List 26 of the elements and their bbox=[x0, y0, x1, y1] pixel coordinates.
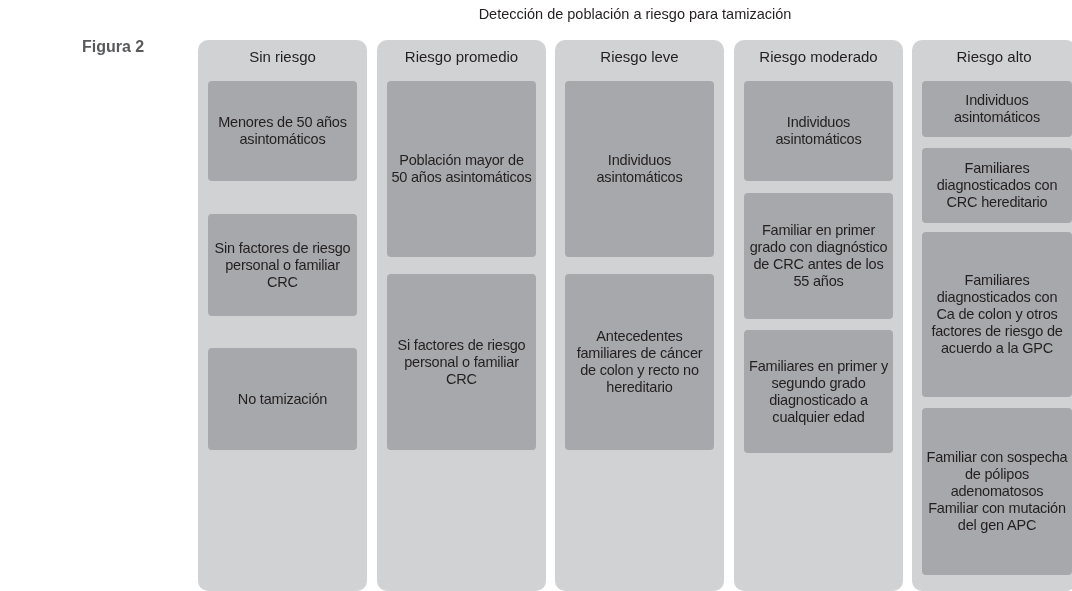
category-box: Familiares diagnosticados con Ca de colon y otros factores de riesgo de acuerdo a la GPC bbox=[922, 232, 1072, 397]
category-box: Familiares diagnosticados con CRC hereditario bbox=[922, 148, 1072, 223]
category-box: Familiares en primer y segundo grado diagnosticado a cualquier edad bbox=[744, 330, 893, 453]
category-box: Si factores de riesgo personal o familiar CRC bbox=[387, 274, 536, 450]
category-box: Familiar en primer grado con diagnóstico de CRC antes de los 55 años bbox=[744, 193, 893, 319]
category-box: Individuos asintomáticos bbox=[744, 81, 893, 181]
column-panel bbox=[555, 40, 724, 591]
column-heading: Riesgo moderado bbox=[758, 48, 879, 65]
category-box: Sin factores de riesgo personal o familiar CRC bbox=[208, 214, 357, 316]
column-heading: Riesgo promedio bbox=[403, 48, 520, 65]
column-heading: Riesgo alto bbox=[955, 48, 1033, 65]
column-panel bbox=[912, 40, 1072, 591]
category-box: Antecedentes familiares de cáncer de colon y recto no hereditario bbox=[565, 274, 714, 450]
category-box: Población mayor de 50 años asintomáticos bbox=[387, 81, 536, 257]
column-heading: Riesgo leve bbox=[599, 48, 680, 65]
diagram-title: Detección de población a riesgo para tamización bbox=[477, 6, 793, 22]
column-heading: Sin riesgo bbox=[248, 48, 317, 65]
column-panel bbox=[198, 40, 367, 591]
category-box: No tamización bbox=[208, 348, 357, 450]
category-box: Individuos asintomáticos bbox=[565, 81, 714, 257]
category-box: Menores de 50 años asintomáticos bbox=[208, 81, 357, 181]
figure-label: Figura 2 bbox=[82, 38, 145, 56]
column-panel bbox=[377, 40, 546, 591]
category-box: Individuos asintomáticos bbox=[922, 81, 1072, 137]
category-box: Familiar con sospecha de pólipos adenomatosos Familiar con mutación del gen APC bbox=[922, 408, 1072, 575]
column-panel bbox=[734, 40, 903, 591]
